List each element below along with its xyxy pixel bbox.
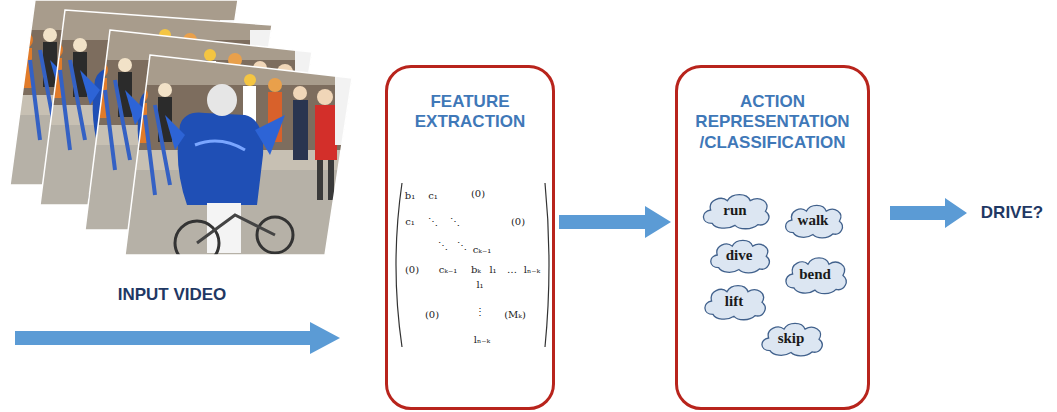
frame-edge bbox=[125, 55, 352, 255]
matrix-entry: lₙ₋ₖ bbox=[524, 265, 540, 275]
cloud-shape bbox=[762, 323, 822, 355]
matrix-entry: (0) bbox=[511, 217, 525, 227]
matrix-entry: (Mₖ) bbox=[504, 310, 526, 320]
cloud-shape bbox=[711, 240, 770, 272]
action-label: lift bbox=[725, 293, 743, 310]
action-cloud: bend bbox=[780, 253, 850, 295]
action-label: bend bbox=[799, 266, 831, 283]
cloud-shape bbox=[786, 258, 846, 294]
action-label: dive bbox=[726, 247, 753, 264]
matrix-entry: bₖ bbox=[471, 265, 481, 275]
action-cloud: lift bbox=[699, 281, 769, 321]
matrix-entry: (0) bbox=[471, 189, 485, 199]
matrix-entry: (0) bbox=[425, 310, 439, 320]
action-cloud: dive bbox=[705, 236, 773, 274]
stage-label: DRIVE? bbox=[981, 203, 1043, 223]
matrix-entry: c₁ bbox=[405, 217, 415, 227]
stage-label: INPUT VIDEO bbox=[118, 285, 227, 305]
matrix-entry: ⋱ bbox=[457, 241, 467, 251]
video-frame bbox=[125, 55, 365, 265]
box-title: FEATURE EXTRACTION bbox=[388, 68, 552, 133]
matrix-entry: (0) bbox=[405, 265, 419, 275]
action-cloud: walk bbox=[780, 201, 846, 239]
matrix-entry: cₖ₋₁ bbox=[439, 265, 458, 275]
action-cloud: skip bbox=[756, 319, 826, 357]
action-cloud: run bbox=[697, 190, 773, 230]
action-label: skip bbox=[778, 330, 805, 347]
matrix-entry: c₁ bbox=[428, 191, 438, 201]
matrix-entry: ⋱ bbox=[438, 241, 448, 251]
matrix-entry: l₁ bbox=[489, 265, 496, 275]
matrix-entry: ⋱ bbox=[450, 217, 460, 227]
cloud-shape bbox=[703, 195, 768, 229]
matrix-entry: cₖ₋₁ bbox=[473, 245, 492, 255]
matrix-bracket bbox=[396, 183, 402, 347]
action-label: run bbox=[723, 202, 746, 219]
box-title: ACTION REPRESENTATION /CLASSIFICATION bbox=[678, 68, 867, 153]
output-arrow bbox=[890, 198, 967, 228]
process-box: FEATURE EXTRACTION bbox=[385, 65, 555, 410]
matrix-entry: … bbox=[507, 265, 517, 275]
action-label: walk bbox=[798, 212, 829, 229]
process-box: ACTION REPRESENTATION /CLASSIFICATION run… bbox=[675, 65, 870, 410]
matrix-bracket bbox=[545, 183, 549, 347]
matrix-entry: b₁ bbox=[405, 191, 415, 201]
flow-arrow bbox=[559, 215, 645, 229]
timeline-arrow bbox=[15, 322, 340, 354]
matrix-entry: l₁ bbox=[476, 280, 483, 290]
cloud-shape bbox=[705, 286, 765, 320]
matrix-entry: ⋱ bbox=[428, 217, 438, 227]
matrix-entry: lₙ₋ₖ bbox=[474, 335, 490, 345]
cloud-shape bbox=[786, 205, 843, 237]
matrix-entry: ⋮ bbox=[475, 307, 485, 317]
